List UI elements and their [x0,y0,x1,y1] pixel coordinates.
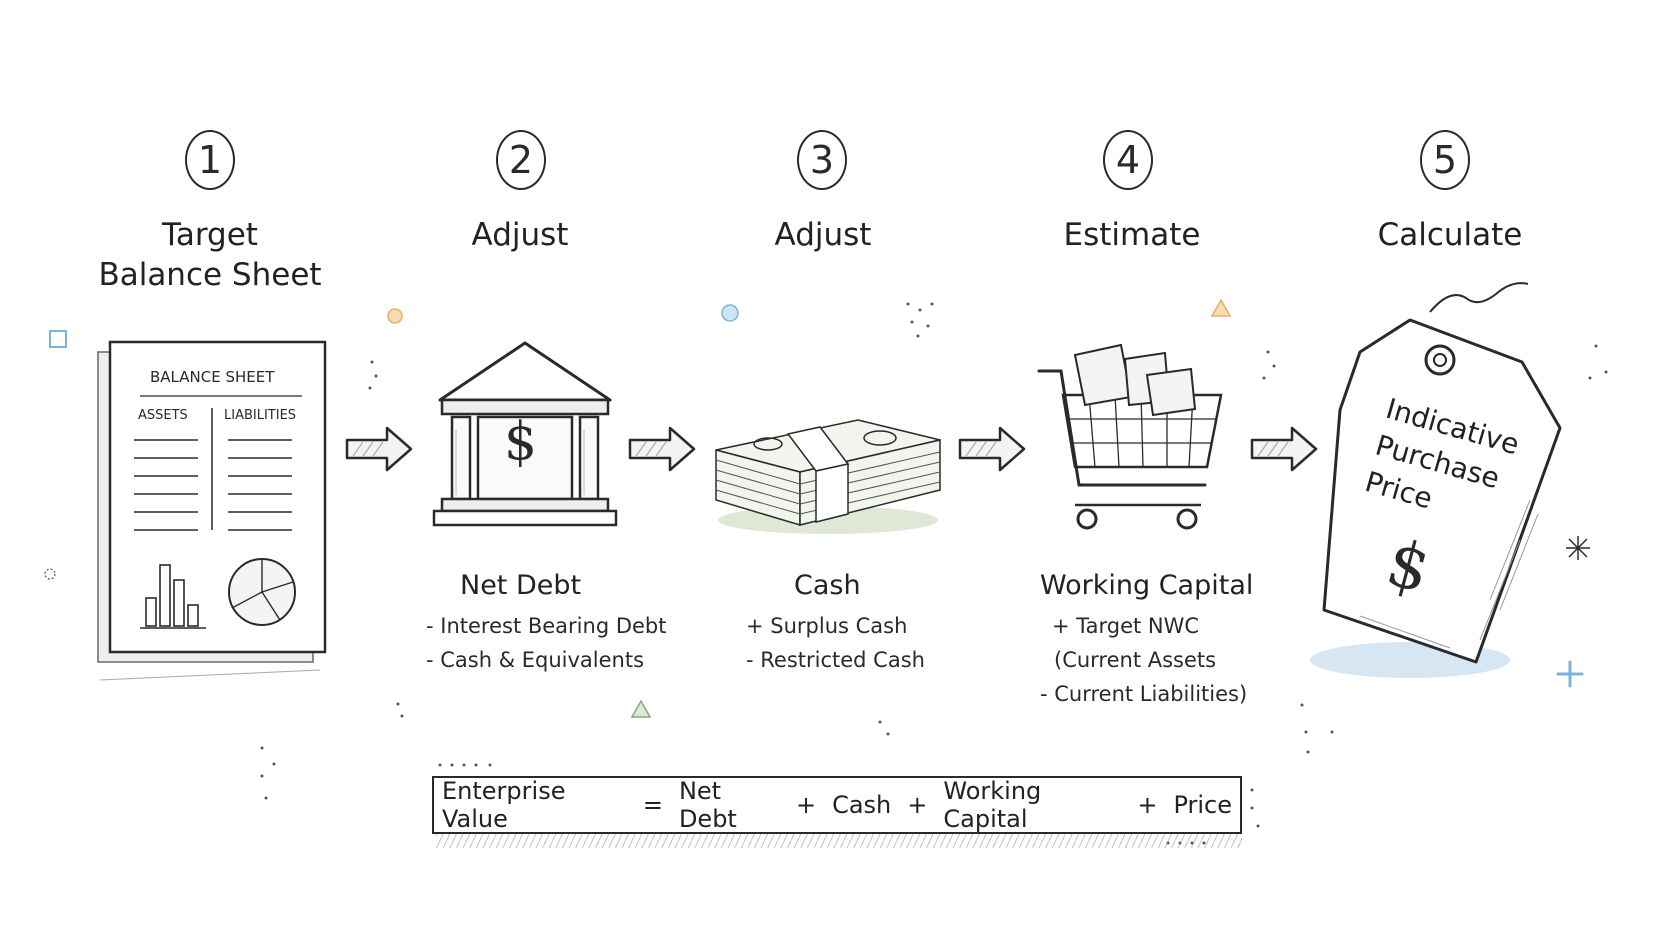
arrow-right-icon [958,424,1028,474]
step-number-3: 3 [797,130,847,190]
balance-sheet-assets: ASSETS [138,408,188,423]
equation-box: Enterprise Value = Net Debt + Cash + Wor… [432,776,1242,834]
working-capital-title: Working Capital [1040,570,1254,601]
net-debt-line-2: - Cash & Equivalents [426,648,645,672]
step-number-1: 1 [185,130,235,190]
step-number-5: 5 [1420,130,1470,190]
working-capital-line-2: (Current Assets [1054,648,1217,672]
step-title-2: Adjust [471,217,569,253]
equation-plus: + [1137,791,1158,819]
step-number-4: 4 [1103,130,1153,190]
working-capital-line-3: - Current Liabilities) [1040,682,1248,706]
net-debt-block: Net Debt - Interest Bearing Debt - Cash … [426,570,667,677]
balance-sheet-illustration [97,340,327,681]
price-tag-icon [1310,282,1562,678]
equation-plus: + [795,791,817,819]
cash-title: Cash [794,570,861,601]
equation-plus: + [907,791,928,819]
equation-term-cash: Cash [832,791,892,819]
equation-equals: = [642,791,663,819]
equation-term-enterprise-value: Enterprise Value [442,777,566,833]
step-title-1: Target Balance Sheet [98,217,322,293]
cash-stack-icon [715,419,941,534]
balance-sheet-liabilities: LIABILITIES [224,408,297,423]
net-debt-title: Net Debt [460,570,582,601]
step-title-5: Calculate [1377,217,1523,253]
equation-term-price: Price [1173,791,1232,819]
net-debt-line-1: - Interest Bearing Debt [426,614,667,638]
arrow-right-icon [345,424,415,474]
cash-line-2: - Restricted Cash [746,648,925,672]
equation-term-net-debt: Net Debt [678,777,737,833]
step-title-3: Adjust [774,217,872,253]
bank-icon [432,341,618,527]
step-title-4: Estimate [1063,217,1201,253]
working-capital-line-1: + Target NWC [1052,614,1200,638]
arrow-right-icon [628,424,698,474]
equation-term-working-capital: Working Capital [943,777,1042,833]
cash-block: Cash + Surplus Cash - Restricted Cash [746,570,925,677]
balance-sheet-heading: BALANCE SHEET [150,368,275,386]
shopping-cart-icon [1037,343,1223,530]
equation-shadow [436,834,1242,848]
arrow-right-icon [1250,424,1320,474]
cash-line-1: + Surplus Cash [746,614,908,638]
working-capital-block: Working Capital + Target NWC (Current As… [1040,570,1253,711]
step-number-2: 2 [496,130,546,190]
bank-dollar-sign: $ [504,412,538,472]
